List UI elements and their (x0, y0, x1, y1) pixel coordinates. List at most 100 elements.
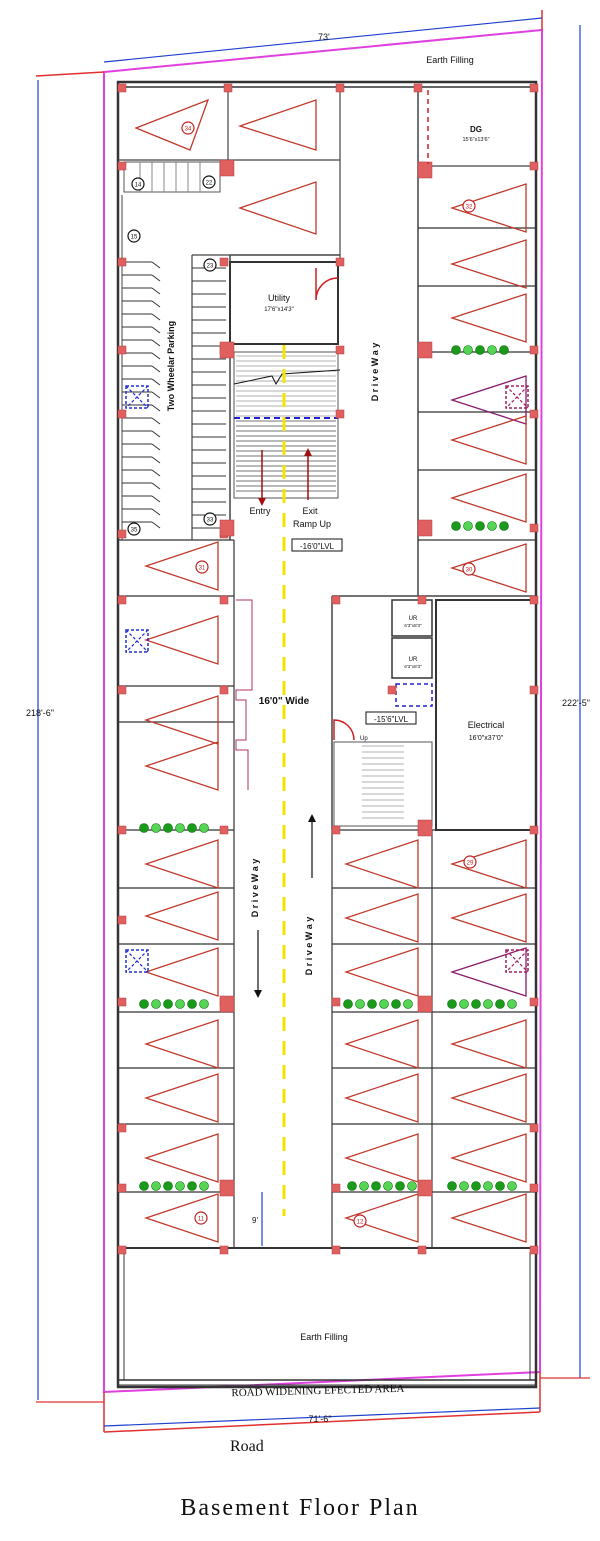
slot-number: 22 (206, 181, 213, 187)
column-large (219, 1179, 235, 1197)
column (117, 345, 127, 355)
column (117, 409, 127, 419)
level-1-box (291, 538, 343, 552)
parking-slot-triangle (143, 1133, 219, 1183)
slot-number-circle (202, 175, 216, 189)
column (117, 825, 127, 835)
slot-number: 11 (198, 1217, 205, 1223)
planter (447, 999, 457, 1009)
planter (475, 345, 485, 355)
column (219, 685, 229, 695)
planter (139, 1181, 149, 1191)
bay-tick (151, 313, 161, 321)
shaft-markers (125, 385, 529, 973)
lift-dashed-box (395, 683, 433, 707)
column (117, 1123, 127, 1133)
bay-tick (151, 508, 161, 516)
planter (459, 1181, 469, 1191)
ramp-break-line (233, 369, 341, 386)
ur-2-name: UR (409, 657, 418, 663)
stair-core-steps (362, 745, 404, 819)
ramp (233, 351, 339, 499)
column-large (219, 159, 235, 177)
stair-core (333, 741, 433, 827)
ur-room-1 (391, 599, 433, 637)
exit-label: Exit (302, 506, 318, 516)
drive-way-left: D r i v e W a y (250, 859, 260, 918)
column (117, 685, 127, 695)
slot-number-circle (353, 1214, 367, 1228)
shaft-box (505, 385, 529, 409)
slot-number: 32 (466, 205, 473, 211)
column (331, 997, 341, 1007)
planter (447, 1181, 457, 1191)
parking-slot-triangle (143, 1019, 219, 1069)
earth-filling-top: Earth Filling (426, 55, 474, 65)
planter (163, 1181, 173, 1191)
bay-tick (151, 274, 161, 282)
parking-slot-triangle (449, 839, 527, 889)
bay-tick (151, 417, 161, 425)
planter (451, 521, 461, 531)
bay-tick (151, 443, 161, 451)
parking-slot-markers (134, 98, 527, 1243)
shaft-box (125, 629, 149, 653)
column (335, 409, 345, 419)
parking-slot-triangle (343, 1193, 419, 1243)
planter (483, 1181, 493, 1191)
parking-bays (118, 227, 536, 1248)
parking-slot-triangle (449, 1073, 527, 1123)
bay-tick (151, 430, 161, 438)
bay-tick (151, 300, 161, 308)
parking-slot-triangle (143, 1193, 219, 1243)
column (117, 997, 127, 1007)
bay-tick (151, 482, 161, 490)
drive-way-top: D r i v e W a y (370, 343, 380, 402)
structural-columns (117, 83, 539, 1255)
parking-slot-triangle (449, 543, 527, 593)
parking-slot-triangle (143, 891, 219, 941)
slot-number: 30 (466, 568, 473, 574)
ur-1-size: 6'3"x8'3" (404, 623, 422, 628)
utility-door (315, 268, 339, 301)
column (117, 529, 127, 539)
column (387, 685, 397, 695)
page-title: Basement Floor Plan (180, 1495, 420, 1521)
column (331, 825, 341, 835)
bay-tick (151, 352, 161, 360)
dim-line-bottom (103, 1407, 541, 1427)
slot-number-circle (203, 258, 217, 272)
planter (139, 999, 149, 1009)
slot-number-circle (203, 512, 217, 526)
slot-number: 29 (467, 861, 474, 867)
ur-1-name: UR (409, 616, 418, 622)
column (219, 825, 229, 835)
planter (175, 1181, 185, 1191)
level-2: -15'6"LVL (374, 715, 409, 724)
parking-slot-triangle (143, 741, 219, 791)
planter (379, 999, 389, 1009)
planter (199, 1181, 209, 1191)
planter (175, 823, 185, 833)
column (117, 1245, 127, 1255)
slot-number: 33 (207, 518, 214, 524)
parking-slot-triangle (343, 1073, 419, 1123)
column (529, 997, 539, 1007)
slot-number-circle (127, 229, 141, 243)
column (529, 685, 539, 695)
parking-slot-triangle (143, 695, 219, 745)
bay-tick (151, 339, 161, 347)
planter (151, 999, 161, 1009)
planter (463, 521, 473, 531)
bay-tick (151, 495, 161, 503)
dim-left: 218'-6" (26, 708, 54, 718)
slot-number-circle (462, 562, 476, 576)
parking-slot-triangle (343, 839, 419, 889)
planter (463, 345, 473, 355)
dg-name: DG (470, 125, 482, 134)
shaft-x (125, 385, 149, 409)
stair-top-left (123, 161, 221, 193)
bay-tick (151, 456, 161, 464)
red-edge-bottom (103, 1411, 541, 1433)
